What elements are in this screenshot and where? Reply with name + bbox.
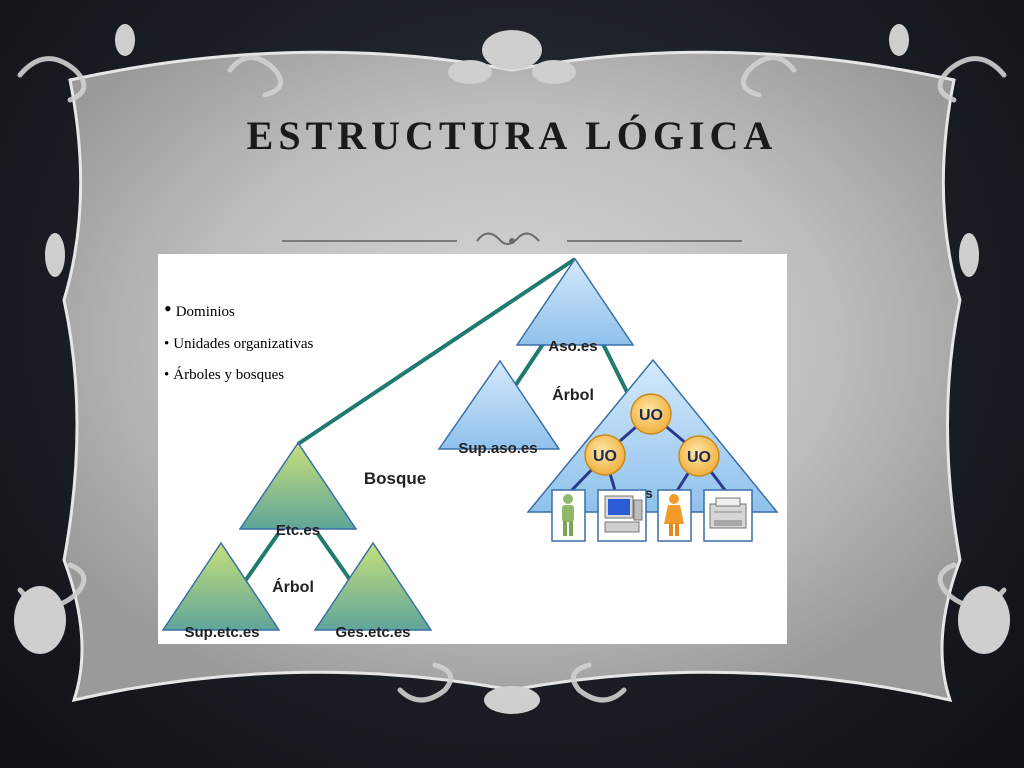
bullet-item: •Unidades organizativas — [164, 336, 314, 352]
tree-label-top: Árbol — [552, 385, 594, 404]
domain-triangle-second-child-a — [161, 541, 281, 631]
forest-label: Bosque — [364, 469, 426, 488]
ou-container-triangle — [526, 358, 779, 513]
slide-title: Estructura lógica — [246, 113, 778, 158]
ou-node: UO — [678, 435, 720, 477]
tree-label-bottom: Árbol — [272, 577, 314, 596]
domain-label-second-child-a: Sup.etc.es — [184, 624, 259, 641]
bullet-list: •Dominios •Unidades organizativas •Árbol… — [164, 296, 313, 398]
bullet-text: Unidades organizativas — [173, 336, 314, 352]
domain-triangle-root — [515, 257, 635, 346]
domain-triangle-second — [238, 441, 358, 530]
bullet-item: •Dominios — [164, 296, 235, 321]
domain-label-second-child-b: Ges.etc.es — [335, 624, 410, 641]
domain-label-second: Etc.es — [276, 522, 320, 539]
ou-label: UO — [639, 407, 663, 424]
active-directory-diagram: Aso.es Sup.aso.es Árbol as UO UO UO — [161, 257, 779, 641]
domain-triangle-root-child — [437, 359, 561, 450]
bullet-text: Árboles y bosques — [173, 367, 285, 383]
user-female-icon — [657, 489, 692, 542]
tree-connector — [601, 343, 630, 395]
ou-node: UO — [584, 434, 626, 476]
bullet-item: •Árboles y bosques — [164, 367, 285, 383]
domain-triangle-second-child-b — [313, 541, 433, 631]
computer-icon — [597, 489, 647, 542]
printer-icon — [703, 489, 753, 542]
tree-connector — [241, 532, 280, 586]
ou-label: UO — [593, 448, 617, 465]
bullet-text: Dominios — [175, 304, 235, 320]
ou-label: UO — [687, 449, 711, 466]
title-divider — [282, 232, 742, 245]
domain-label-root-child: Sup.aso.es — [458, 440, 537, 457]
content-panel: •Dominios •Unidades organizativas •Árbol… — [158, 254, 787, 644]
domain-label-root: Aso.es — [548, 338, 597, 355]
forest-connector — [296, 257, 577, 446]
ou-node: UO — [630, 393, 672, 435]
tree-connector — [316, 532, 355, 586]
user-male-icon — [551, 489, 586, 542]
